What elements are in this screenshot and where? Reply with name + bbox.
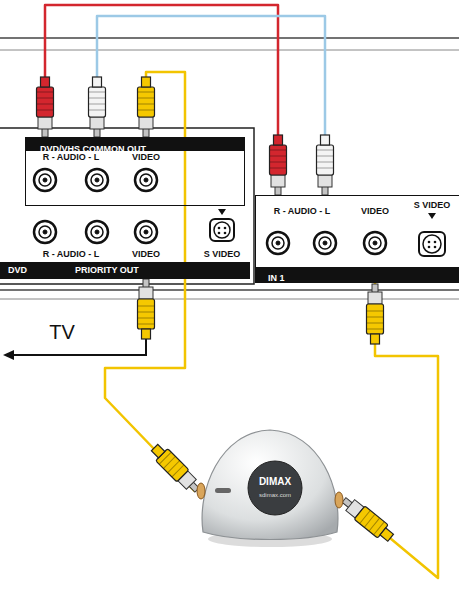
rca-jack: [34, 221, 56, 243]
s-video-pin: [224, 232, 227, 235]
arrow-head: [3, 350, 14, 360]
s-video-ring: [214, 222, 230, 238]
rca-jack: [314, 232, 336, 254]
yellow-plug: [138, 77, 155, 137]
white-plug: [317, 135, 334, 195]
jack-label: S VIDEO: [413, 200, 452, 210]
jack-label: R - AUDIO - L: [273, 206, 332, 216]
s-video-pin: [428, 246, 431, 249]
tv-wire: [12, 336, 146, 355]
jack-label: VIDEO: [360, 206, 390, 216]
s-video-pin: [428, 241, 431, 244]
url-text: sdimax.com: [248, 491, 302, 499]
jack-label: VIDEO: [131, 152, 161, 162]
yellow-plug: [149, 442, 203, 496]
jack-label: R - AUDIO - L: [42, 249, 101, 259]
video-cable: [105, 72, 195, 492]
jack-label: R - AUDIO - L: [42, 152, 101, 162]
s-video-ring: [423, 235, 441, 253]
output-label: TV: [48, 321, 76, 343]
dimax-device: DIMAX sdimax.com: [195, 420, 345, 550]
rca-jack: [86, 169, 108, 191]
rca-jack: [135, 169, 157, 191]
band-text: PRIORITY OUT: [75, 262, 139, 279]
s-video-socket: [419, 232, 445, 256]
s-video-socket: [210, 219, 234, 241]
red-plug: [270, 135, 287, 195]
body-line: [0, 289, 459, 291]
s-video-pin: [434, 241, 437, 244]
rca-jack: [267, 232, 289, 254]
rca-jack: [34, 169, 56, 191]
jack-label: S VIDEO: [203, 249, 242, 259]
red-plug: [37, 77, 54, 137]
s-video-marker: [218, 209, 226, 215]
rca-jacks: [34, 169, 386, 254]
rca-jack: [364, 232, 386, 254]
recorder-body-lines: [0, 38, 459, 299]
brand-text: DIMAX: [248, 476, 302, 488]
body-line: [0, 299, 459, 300]
output-band: DVD PRIORITY OUT: [0, 262, 250, 279]
output-group-box: DVD/VHS COMMON OUT: [25, 137, 245, 206]
white-audio-cable: [97, 16, 325, 195]
s-video-pin: [218, 227, 221, 230]
s-video-pin: [434, 246, 437, 249]
yellow-plug: [339, 493, 396, 544]
band-text: IN 1: [256, 271, 285, 286]
band-text: DVD: [8, 262, 27, 279]
panel-outline: [0, 128, 254, 284]
rca-jack: [135, 221, 157, 243]
white-plug: [89, 77, 106, 137]
s-video-pin: [218, 232, 221, 235]
s-video-jack: [419, 213, 445, 256]
red-audio-cable: [45, 5, 278, 195]
jack-label: VIDEO: [131, 249, 161, 259]
s-video-pin: [224, 227, 227, 230]
body-line: [0, 50, 459, 51]
yellow-plug: [138, 279, 155, 339]
rca-jack: [86, 221, 108, 243]
body-line: [0, 37, 459, 39]
yellow-plug: [367, 284, 384, 344]
video-cable: [345, 283, 438, 578]
header-band: DVD/VHS COMMON OUT: [26, 138, 244, 151]
s-video-jack: [210, 209, 234, 241]
s-video-marker: [428, 213, 436, 219]
input-band: IN 1: [256, 267, 459, 282]
